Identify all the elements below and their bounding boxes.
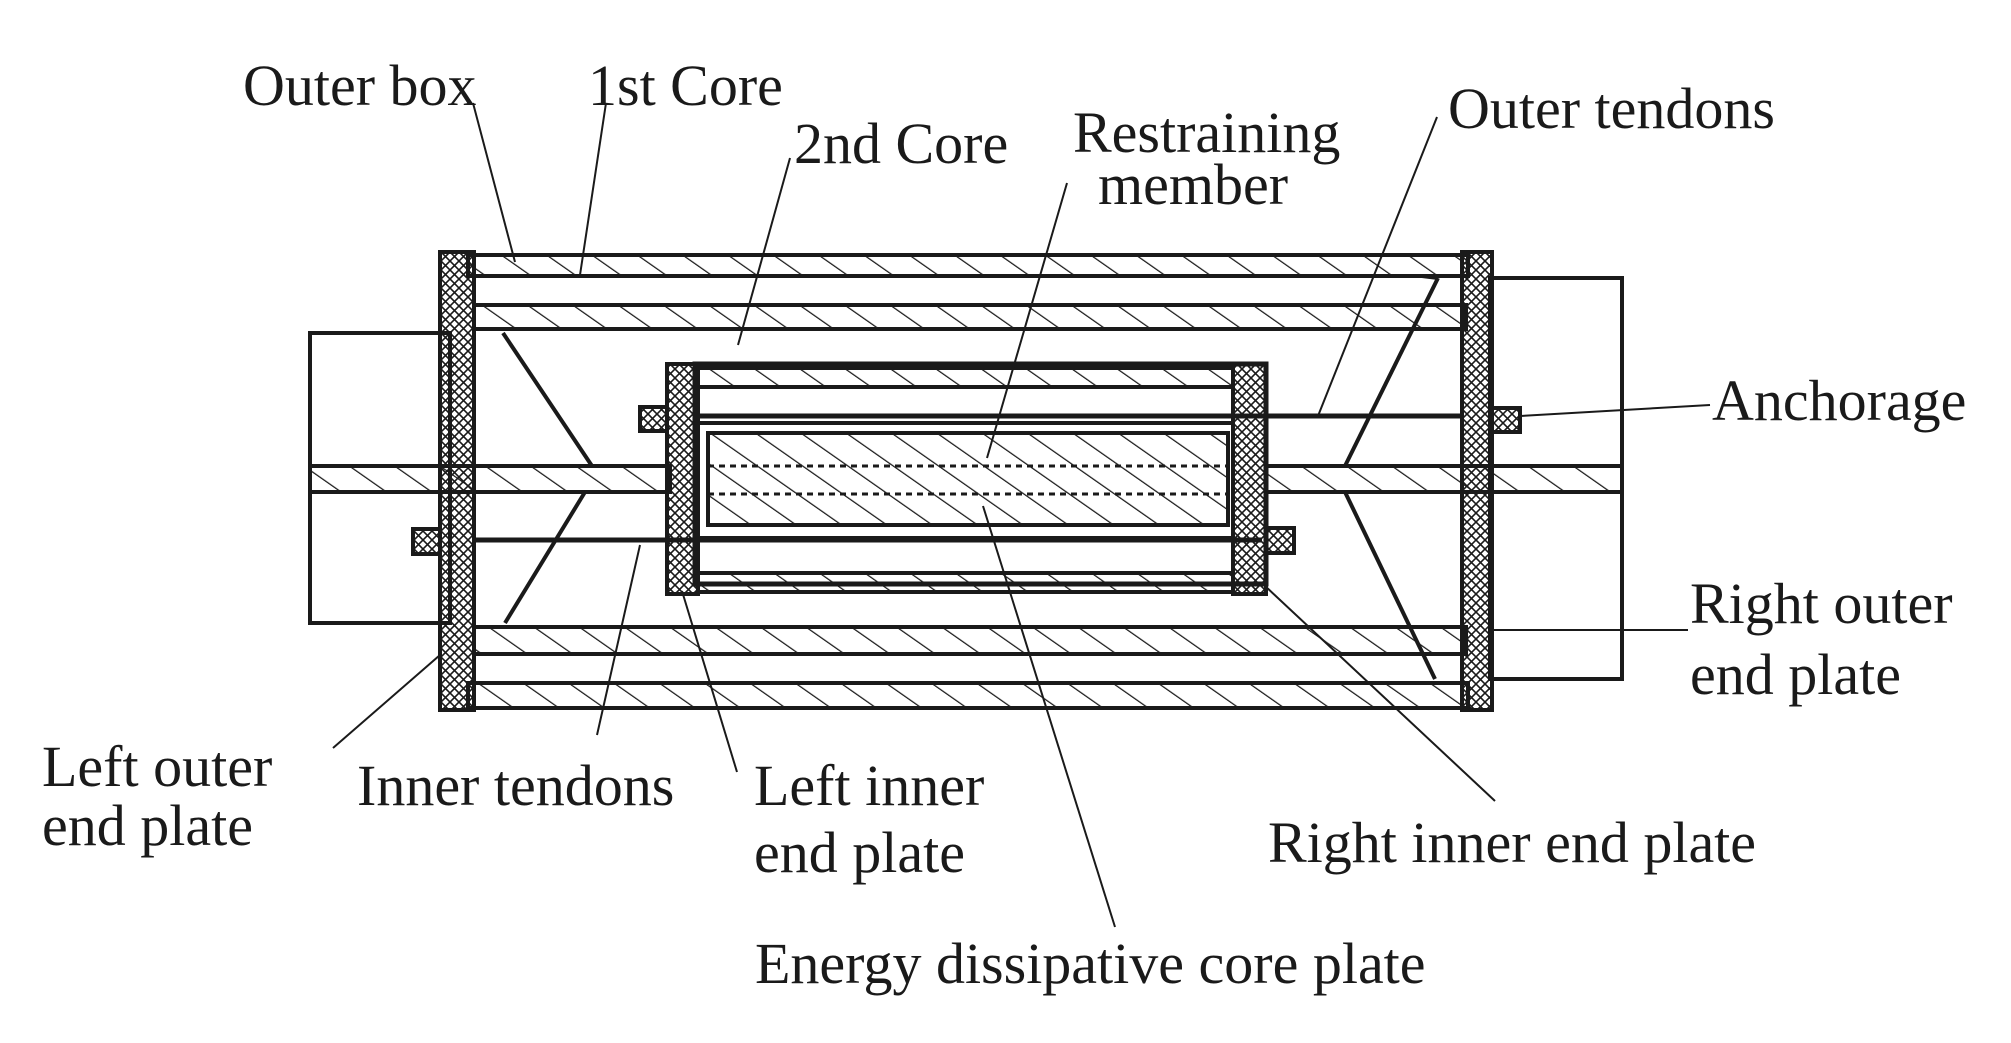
label-right-outer-end-plate-line2: end plate [1690, 642, 1901, 707]
restraining-member-bottom-plate [696, 571, 1235, 594]
label-inner-tendons: Inner tendons [357, 753, 674, 818]
label-anchorage: Anchorage [1712, 368, 1966, 433]
central-bar-left [308, 464, 672, 494]
label-left-outer-end-plate-line2: end plate [42, 793, 253, 858]
left-outer-end-plate [438, 250, 476, 712]
label-left-outer-end-plate-line1: Left outer [42, 734, 272, 799]
energy-dissipative-core-plate [706, 431, 1230, 527]
second-core-bottom-plate [472, 625, 1468, 656]
left-brace-upper [501, 331, 594, 468]
right-brace-upper [1343, 277, 1440, 467]
leader-outer-box [472, 102, 516, 263]
label-right-outer-end-plate-line1: Right outer [1690, 571, 1953, 636]
label-outer-tendons: Outer tendons [1448, 76, 1775, 141]
right-outer-end-plate [1460, 250, 1494, 712]
outer-box-top-wall [466, 253, 1470, 278]
right-brace-top-stub [1421, 274, 1439, 280]
leader-outer-tendons [1317, 116, 1438, 417]
label-outer-box: Outer box [243, 53, 477, 118]
anchorage-block-inner-upper [638, 405, 669, 433]
leader-restraining-member [986, 182, 1068, 459]
label-energy-dissipative-core-plate: Energy dissipative core plate [755, 931, 1426, 996]
right-inner-end-plate [1231, 362, 1268, 596]
leader-first-core [579, 102, 607, 276]
leader-second-core [737, 157, 791, 346]
anchorage-block-outer-right [1490, 406, 1522, 434]
leader-anchorage [1519, 404, 1711, 417]
outer-box-bottom-wall [466, 681, 1470, 710]
leader-left-inner-end-plate [681, 590, 738, 773]
leader-right-inner-end-plate [1263, 584, 1496, 802]
label-restraining-member-line1: Restraining [1073, 100, 1340, 165]
anchorage-block-inner-lower [1264, 526, 1296, 555]
right-brace-lower [1343, 491, 1437, 680]
leader-energy-core [982, 505, 1116, 928]
label-left-inner-end-plate-line1: Left inner [754, 753, 984, 818]
second-core-top-plate [472, 303, 1468, 331]
label-second-core: 2nd Core [794, 111, 1008, 176]
label-right-inner-end-plate: Right inner end plate [1268, 810, 1756, 875]
leader-left-outer-end-plate [332, 654, 441, 749]
leader-inner-tendons [596, 544, 641, 736]
label-restraining-member-line2: member [1098, 152, 1288, 217]
restraining-member-top-plate [696, 366, 1235, 389]
left-brace-lower [503, 490, 587, 625]
anchorage-block-outer-lower [411, 527, 442, 556]
label-first-core: 1st Core [588, 53, 783, 118]
central-bar-right [1264, 464, 1624, 494]
label-left-inner-end-plate-line2: end plate [754, 820, 965, 885]
left-inner-end-plate [665, 362, 700, 596]
